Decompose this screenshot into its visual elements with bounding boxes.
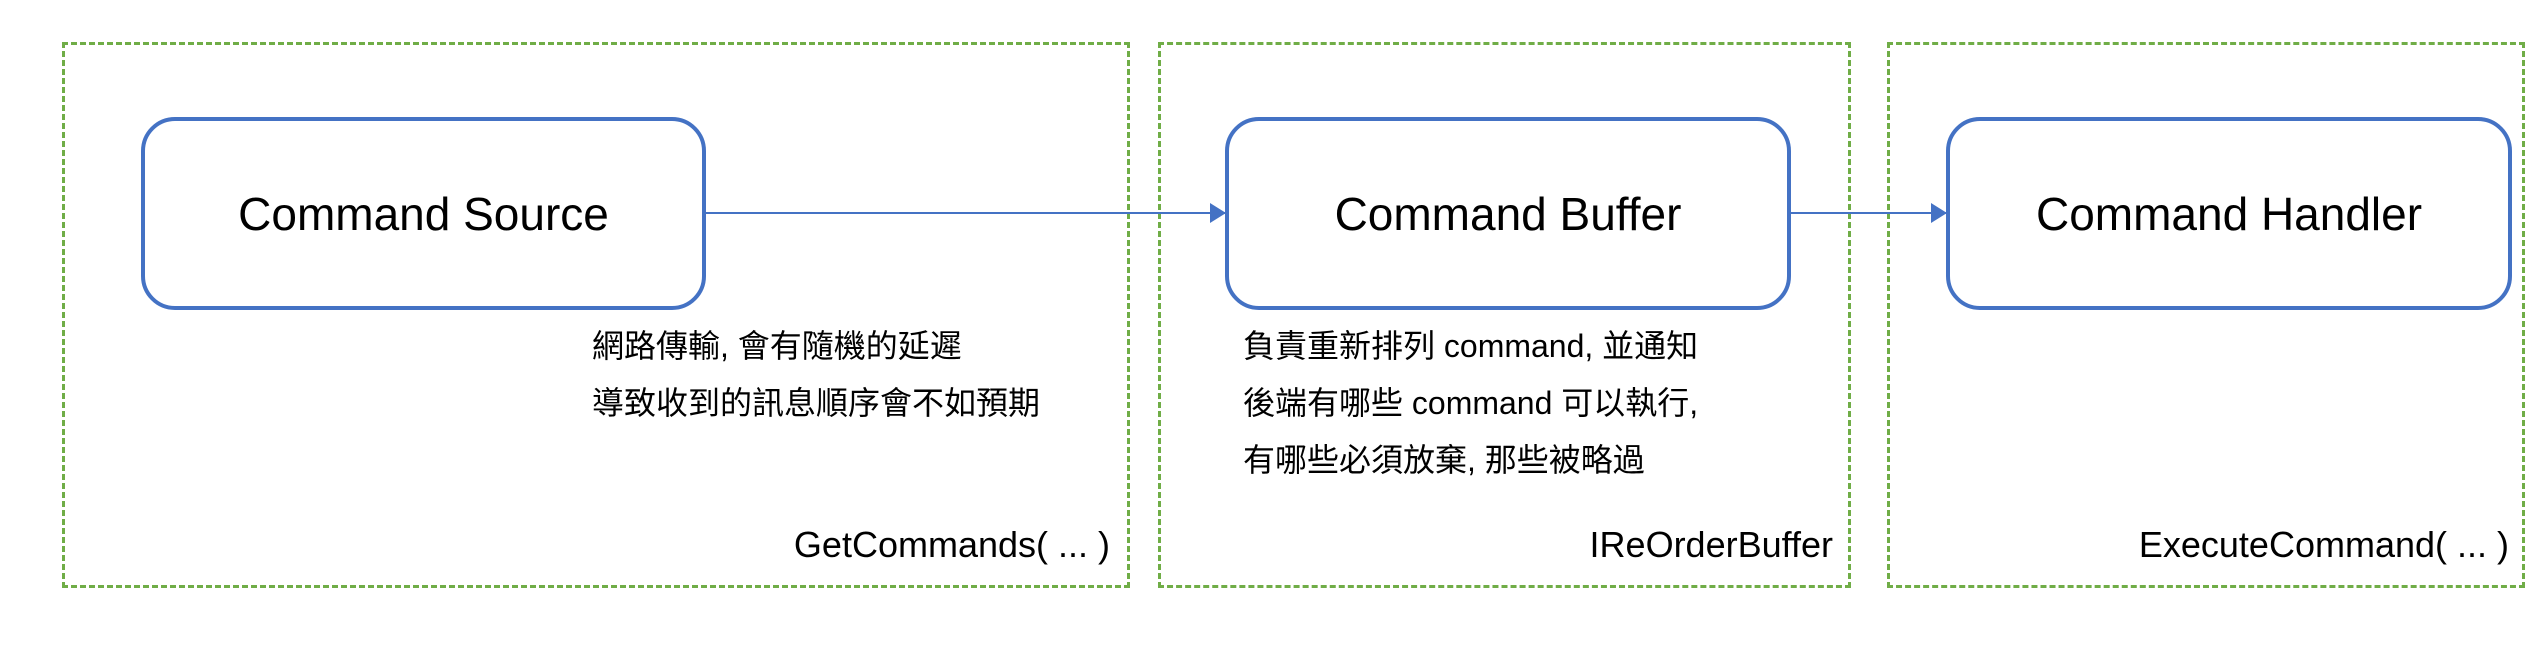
note-line: 網路傳輸, 會有隨機的延遲 — [592, 328, 962, 364]
group-execute-command — [1887, 42, 2525, 588]
note-line: 有哪些必須放棄, 那些被略過 — [1243, 442, 1645, 478]
node-label: Command Handler — [2035, 187, 2423, 240]
note-line: 導致收到的訊息順序會不如預期 — [592, 385, 1041, 421]
group-label-reorder-buffer: IReOrderBuffer — [1589, 524, 1833, 565]
group-label-get-commands: GetCommands( ... ) — [793, 524, 1110, 565]
group-label-execute-command: ExecuteCommand( ... ) — [2138, 524, 2509, 565]
group-get-commands — [62, 42, 1130, 588]
node-label: Command Source — [238, 187, 609, 240]
arrowhead-icon — [1210, 203, 1226, 223]
note-line: 負責重新排列 command, 並通知 — [1243, 328, 1699, 364]
note-source: 網路傳輸, 會有隨機的延遲 導致收到的訊息順序會不如預期 — [592, 318, 1040, 432]
group-reorder-buffer — [1158, 42, 1851, 588]
node-command-buffer: Command Buffer — [1225, 117, 1791, 310]
note-line: 後端有哪些 command 可以執行, — [1243, 385, 1699, 421]
node-label: Command Buffer — [1334, 187, 1682, 240]
arrowhead-icon — [1931, 203, 1947, 223]
node-command-handler: Command Handler — [1946, 117, 2512, 310]
node-command-source: Command Source — [141, 117, 706, 310]
note-buffer: 負責重新排列 command, 並通知 後端有哪些 command 可以執行, … — [1243, 318, 1698, 489]
